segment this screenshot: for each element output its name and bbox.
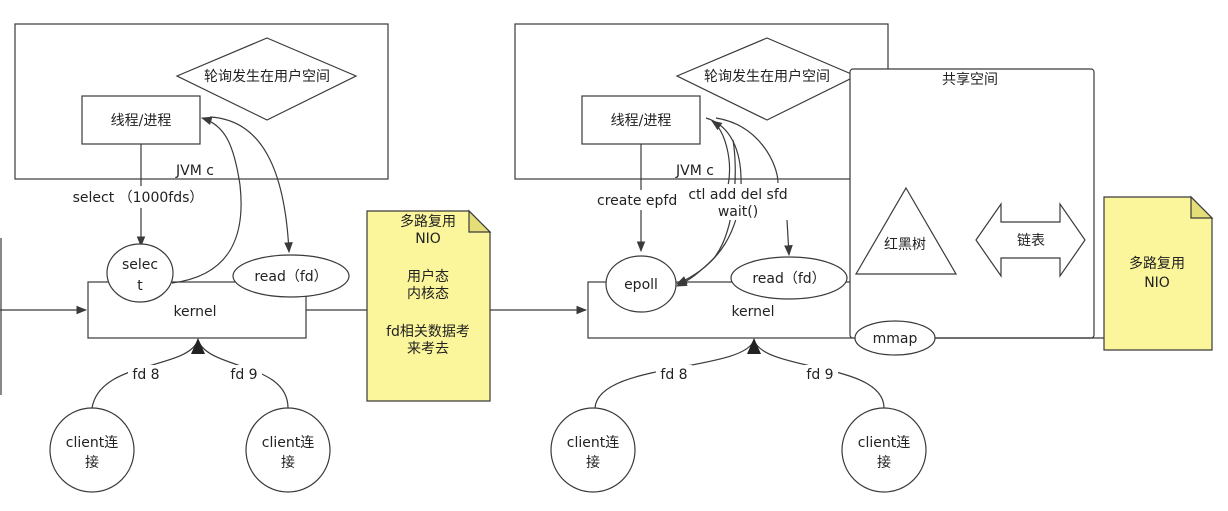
right-client-a-line2: 接 xyxy=(586,454,600,471)
right-note xyxy=(1103,196,1213,351)
right-read-arrow xyxy=(784,219,793,257)
right-thread-box xyxy=(581,95,701,145)
shared-space-panel xyxy=(849,68,1095,339)
right-client-b-line2: 接 xyxy=(877,454,891,471)
right-polling-label: 轮询发生在用户空间 xyxy=(704,68,830,85)
right-ctl-label: ctl add del sfd xyxy=(688,187,787,203)
shared-space-label: 共享空间 xyxy=(942,71,998,88)
right-note-fold xyxy=(1190,195,1214,219)
left-jvm-label: JVM c xyxy=(175,163,214,179)
right-fd8-label-bg xyxy=(656,365,692,383)
left-client-a-line2: 接 xyxy=(85,454,99,471)
right-fd9-label: fd 9 xyxy=(806,367,833,383)
mmap-label: mmap xyxy=(873,331,918,347)
right-read-label: read（fd） xyxy=(752,271,825,287)
right-ctl-label-bg xyxy=(686,184,792,220)
right-epoll-node xyxy=(605,255,677,313)
right-polling-diamond xyxy=(675,37,858,121)
right-return-curve xyxy=(711,120,731,187)
left-user-space-frame xyxy=(14,23,389,180)
left-read-curve xyxy=(209,116,293,254)
left-note-line5: 内核态 xyxy=(407,286,449,302)
right-read-curve-upper xyxy=(715,117,779,184)
left-note-line7: fd相关数据考 xyxy=(386,324,470,340)
left-fd8-label: fd 8 xyxy=(132,367,159,383)
left-select-node xyxy=(106,243,174,303)
left-fd8-label-bg xyxy=(128,365,164,383)
left-read-node xyxy=(232,254,350,298)
left-client-a-line1: client连 xyxy=(66,435,118,451)
right-client-b-line1: client连 xyxy=(858,435,910,451)
left-note-line4: 用户态 xyxy=(407,268,449,285)
right-wait-curve xyxy=(676,139,736,287)
red-black-tree-label: 红黑树 xyxy=(884,237,926,253)
left-client-a xyxy=(49,407,135,493)
mmap-node xyxy=(854,320,936,356)
right-create-label: create epfd xyxy=(597,193,677,209)
left-client-b-line1: client连 xyxy=(262,435,314,451)
left-note-fold xyxy=(468,209,492,233)
left-note xyxy=(366,210,491,402)
right-fd-arrowhead xyxy=(747,338,761,354)
left-thread-box xyxy=(81,95,201,145)
right-wait-label: wait() xyxy=(718,204,758,220)
left-select-call-label: select （1000fds） xyxy=(73,190,204,206)
right-note-line1: 多路复用 xyxy=(1129,255,1185,272)
left-fd-arrowhead xyxy=(191,338,205,354)
left-thread-label: 线程/进程 xyxy=(111,113,172,129)
left-note-line1: 多路复用 xyxy=(400,213,456,230)
right-fd9-label-bg xyxy=(802,365,838,383)
left-select-label-bg xyxy=(62,186,220,208)
right-client-a-line1: client连 xyxy=(567,435,619,451)
left-client-b xyxy=(245,407,331,493)
red-black-tree-shape xyxy=(854,186,958,275)
right-epoll-label: epoll xyxy=(624,277,658,293)
left-polling-label: 轮询发生在用户空间 xyxy=(204,68,330,85)
right-client-a xyxy=(550,407,636,493)
right-user-space-frame xyxy=(514,23,889,180)
left-fd9-label: fd 9 xyxy=(230,367,257,383)
left-note-line8: 来考去 xyxy=(407,341,449,357)
linked-list-shape xyxy=(975,202,1086,278)
right-thread-label: 线程/进程 xyxy=(611,113,672,129)
left-return-curve xyxy=(171,116,242,284)
left-fd9-label-bg xyxy=(226,365,262,383)
left-polling-diamond xyxy=(175,37,358,121)
right-create-label-bg xyxy=(594,190,684,210)
left-select-node-line2: t xyxy=(137,278,143,294)
right-client-b xyxy=(841,407,927,493)
left-note-line2: NIO xyxy=(415,231,441,247)
linked-list-label: 链表 xyxy=(1017,233,1045,249)
right-jvm-label: JVM c xyxy=(675,163,714,179)
right-kernel-label: kernel xyxy=(731,304,774,320)
right-read-node xyxy=(730,256,848,300)
right-note-line2: NIO xyxy=(1144,275,1170,291)
left-select-node-line1: selec xyxy=(122,257,158,273)
left-client-b-line2: 接 xyxy=(281,454,295,471)
right-fd8-label: fd 8 xyxy=(660,367,687,383)
left-kernel-label: kernel xyxy=(173,304,216,320)
left-read-label: read（fd） xyxy=(254,269,327,285)
